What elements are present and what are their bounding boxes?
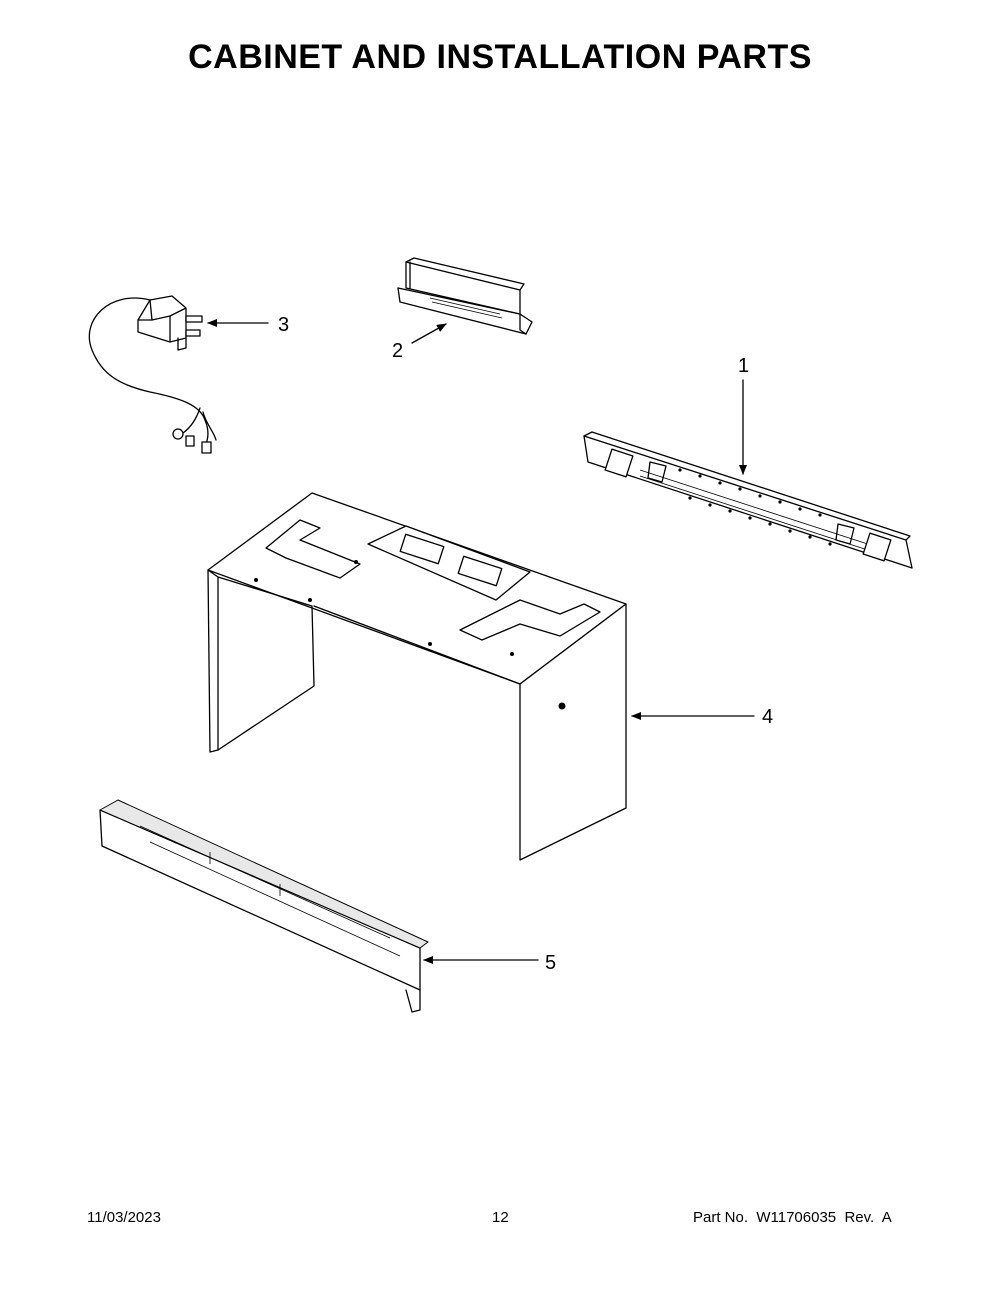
footer-date: 11/03/2023 [87,1209,161,1226]
bottom-grille-rail-part [99,799,429,1013]
page-title: CABINET AND INSTALLATION PARTS [188,38,812,76]
mounting-plate-part [583,431,913,569]
power-cord-part [88,295,217,454]
callout-5: 5 [545,952,556,974]
cabinet-part [207,492,627,861]
callout-1: 1 [738,355,749,377]
callout-4: 4 [762,706,773,728]
footer-part-number: Part No. W11706035 Rev. A [693,1209,892,1226]
leader-line-2 [411,323,447,344]
top-vent-bracket-part [397,257,533,335]
callout-2: 2 [392,340,403,362]
footer-page-number: 12 [492,1209,509,1226]
callout-3: 3 [278,314,289,336]
